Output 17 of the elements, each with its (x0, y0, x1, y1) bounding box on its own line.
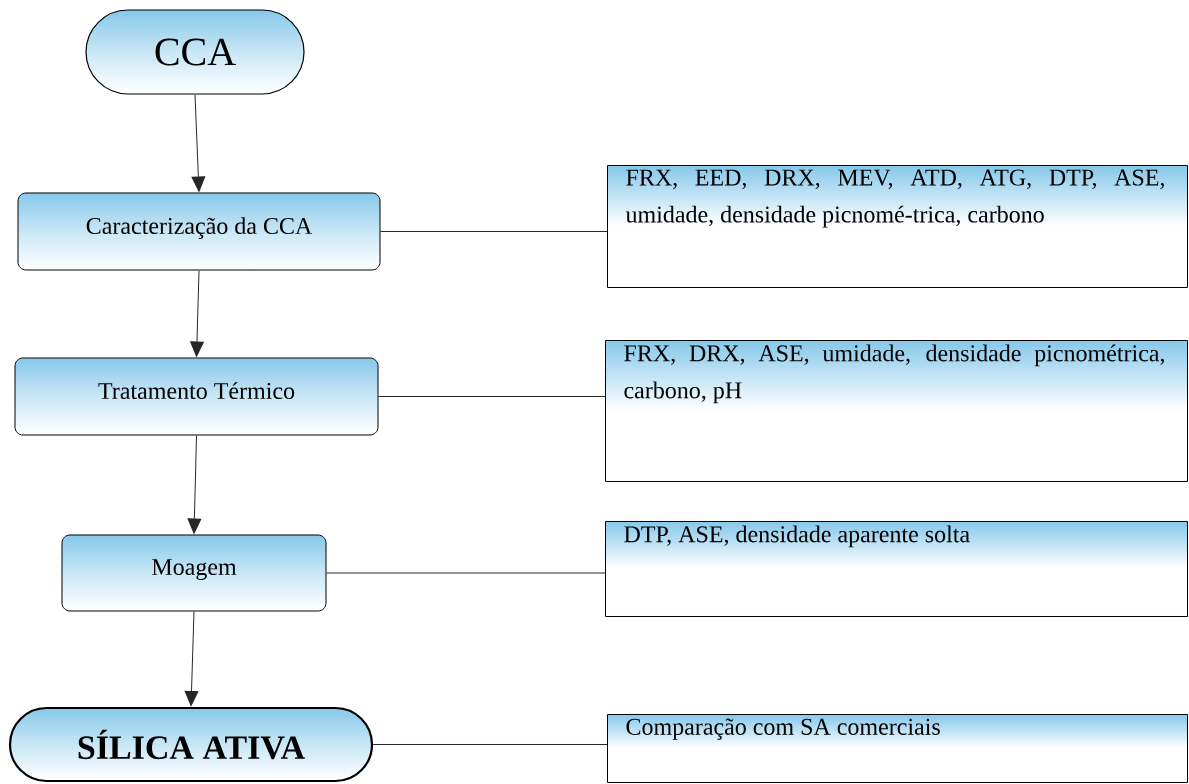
connector-line (372, 744, 608, 745)
arrow (187, 435, 202, 534)
analysis-box: FRX, EED, DRX, MEV, ATD, ATG, DTP, ASE, umidade, densidade picnomé-trica, carbono (607, 165, 1188, 288)
analysis-box: FRX, DRX, ASE, umidade, densidade picnométrica, carbono, pH (605, 340, 1188, 482)
terminal-box: CCA (85, 9, 305, 95)
terminal-box: SÍLICA ATIVA (8, 706, 374, 783)
analysis-box: Comparação com SA comerciais (607, 714, 1188, 783)
connector-line (378, 396, 606, 397)
arrow (190, 270, 204, 357)
arrow (184, 611, 199, 707)
connector-line (380, 231, 608, 232)
process-box: Moagem (61, 534, 327, 612)
process-box: Caracterização da CCA (17, 192, 381, 271)
connector-line (326, 572, 606, 574)
analysis-box: DTP, ASE, densidade aparente solta (605, 521, 1188, 617)
process-box: Tratamento Térmico (14, 357, 379, 436)
arrow (191, 94, 206, 192)
